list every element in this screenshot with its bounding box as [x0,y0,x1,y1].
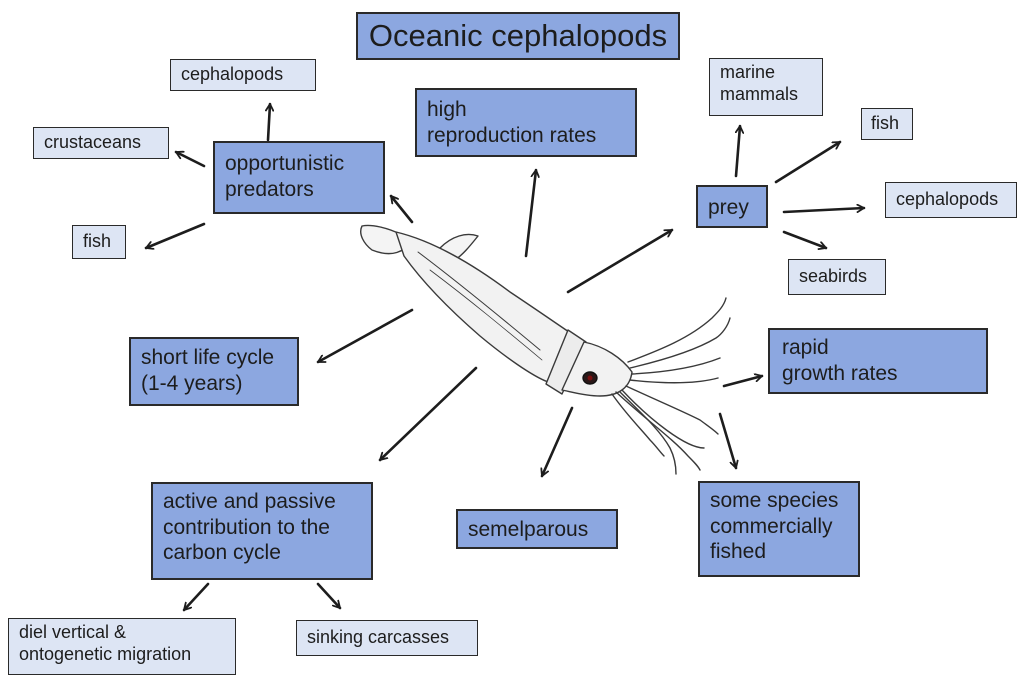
node-opportunistic-predators: opportunistic predators [213,141,385,214]
node-commercially-fished: some species commercially fished [698,481,860,577]
arrow-to-commercially-fished [720,414,736,468]
arrow-to-prey-fish [776,142,840,182]
node-text-line: fished [710,539,848,565]
arrow-to-pred-cephalopods [268,104,270,140]
node-text-line: contribution to the [163,515,361,541]
leaf-prey-seabirds: seabirds [788,259,886,295]
node-text-line: (1-4 years) [141,371,287,397]
leaf-text: cephalopods [896,189,1006,211]
node-text-line: reproduction rates [427,123,625,149]
leaf-text: crustaceans [44,132,158,154]
leaf-prey-fish: fish [861,108,913,140]
node-rapid-growth: rapid growth rates [768,328,988,394]
node-text-line: active and passive [163,489,361,515]
node-text-line: opportunistic [225,151,373,177]
arrow-to-prey-seabirds [784,232,826,248]
leaf-text: mammals [720,84,812,106]
node-text-line: short life cycle [141,345,287,371]
node-text-line: rapid [782,335,974,361]
arrow-to-prey-cephalopods [784,208,864,212]
arrow-to-diel-migration [184,584,208,610]
node-text-line: some species [710,488,848,514]
arrow-to-pred-crustaceans [176,152,204,166]
arrow-to-carbon-cycle [380,368,476,460]
diagram-title: Oceanic cephalopods [356,12,680,60]
leaf-text: fish [871,113,903,135]
arrow-to-rapid-growth [724,376,762,386]
node-high-reproduction: high reproduction rates [415,88,637,157]
squid-illustration [361,225,730,474]
leaf-text: diel vertical & [19,622,225,644]
node-short-life-cycle: short life cycle (1-4 years) [129,337,299,406]
arrow-to-sinking-carcasses [318,584,340,608]
leaf-prey-marine-mammals: marine mammals [709,58,823,116]
leaf-sinking-carcasses: sinking carcasses [296,620,478,656]
node-text-line: commercially [710,514,848,540]
node-text-line: prey [708,195,756,221]
node-text-line: predators [225,177,373,203]
arrow-to-prey [568,230,672,292]
node-text-line: growth rates [782,361,974,387]
leaf-pred-fish: fish [72,225,126,259]
arrow-to-prey-marine-mammals [736,126,740,176]
node-semelparous: semelparous [456,509,618,549]
node-text-line: carbon cycle [163,540,361,566]
leaf-text: marine [720,62,812,84]
arrow-to-short-life-cycle [318,310,412,362]
leaf-diel-migration: diel vertical & ontogenetic migration [8,618,236,675]
node-text-line: high [427,97,625,123]
leaf-text: fish [83,231,115,253]
leaf-pred-cephalopods: cephalopods [170,59,316,91]
arrow-to-pred-fish [146,224,204,248]
leaf-text: seabirds [799,266,875,288]
arrow-to-opportunistic-predators [391,196,412,222]
node-carbon-cycle: active and passive contribution to the c… [151,482,373,580]
arrow-to-semelparous [542,408,572,476]
leaf-prey-cephalopods: cephalopods [885,182,1017,218]
leaf-text: ontogenetic migration [19,644,225,666]
node-text-line: semelparous [468,517,606,543]
leaf-text: sinking carcasses [307,627,467,649]
node-prey: prey [696,185,768,228]
leaf-pred-crustaceans: crustaceans [33,127,169,159]
leaf-text: cephalopods [181,64,305,86]
arrow-to-high-reproduction [526,170,536,256]
